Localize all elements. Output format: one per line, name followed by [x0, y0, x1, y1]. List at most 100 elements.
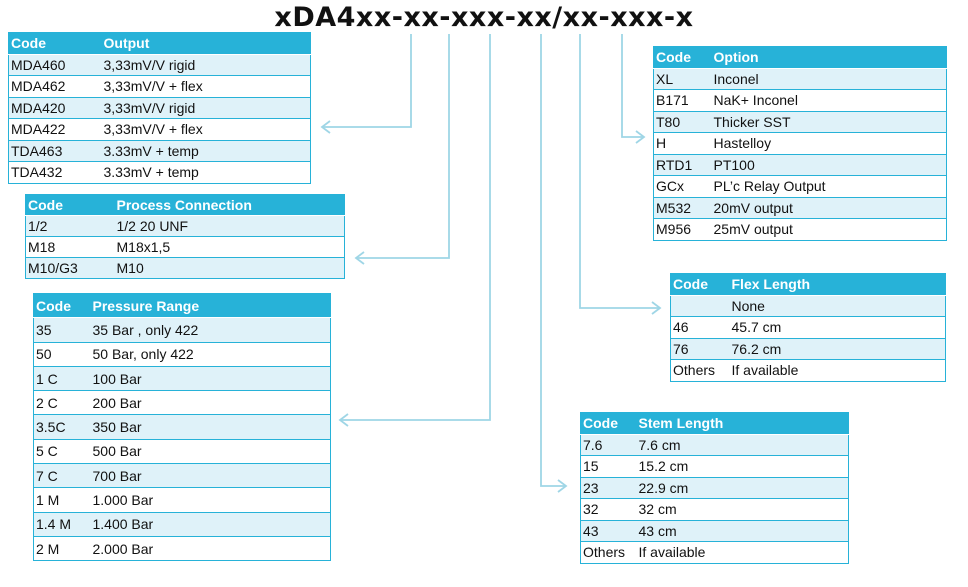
arrow-flex — [579, 34, 660, 309]
header-code: Code — [653, 46, 712, 69]
arrowhead-option — [635, 130, 646, 144]
arrow-option — [621, 34, 644, 138]
code-cell: XL — [653, 67, 712, 90]
arrow-output — [322, 34, 412, 128]
value-cell: 350 Bar — [90, 414, 331, 440]
code-cell: 1 M — [33, 487, 91, 513]
code-cell: 5 C — [33, 438, 91, 464]
arrow-stem — [540, 34, 566, 487]
value-cell: 100 Bar — [90, 365, 331, 391]
header-label: Stem Length — [636, 412, 849, 435]
code-cell: TDA463 — [8, 139, 102, 162]
arrowhead-process — [354, 251, 365, 265]
code-cell: TDA432 — [8, 161, 102, 183]
code-cell: MDA460 — [8, 53, 102, 76]
part-number-title: xDA4xx-xx-xxx-xx/xx-xxx-x — [274, 2, 694, 33]
code-cell: 50 — [33, 341, 91, 367]
code-cell: T80 — [653, 110, 712, 133]
code-cell — [670, 294, 730, 317]
code-cell: M532 — [653, 196, 712, 219]
code-cell: 3.5C — [33, 414, 91, 440]
value-cell: 3,33mV/V rigid — [101, 53, 311, 76]
value-cell: PL’c Relay Output — [711, 175, 947, 197]
value-cell: 7.6 cm — [636, 433, 849, 456]
value-cell: M10 — [114, 257, 345, 279]
value-cell: If available — [636, 541, 849, 563]
code-cell: H — [653, 132, 712, 154]
code-cell: Others — [670, 359, 730, 381]
value-cell: Hastelloy — [711, 132, 947, 154]
code-cell: M10/G3 — [25, 257, 115, 279]
table-row: None — [670, 294, 946, 317]
value-cell: 20mV output — [711, 196, 947, 219]
code-cell: 2 C — [33, 390, 91, 415]
arrowhead-flex — [651, 301, 662, 315]
header-label: Output — [101, 32, 311, 55]
code-cell: 1/2 — [25, 215, 115, 237]
code-cell: Others — [580, 541, 637, 563]
code-cell: 32 — [580, 498, 637, 520]
value-cell: 3.33mV + temp — [101, 139, 311, 162]
value-cell: If available — [729, 359, 946, 381]
code-cell: 23 — [580, 476, 637, 499]
value-cell: 200 Bar — [90, 390, 331, 415]
code-cell: M956 — [653, 218, 712, 240]
value-cell: 43 cm — [636, 519, 849, 542]
value-cell: 35 Bar , only 422 — [90, 317, 331, 343]
value-cell: 76.2 cm — [729, 337, 946, 360]
code-cell: RTD1 — [653, 153, 712, 176]
code-cell: 43 — [580, 519, 637, 542]
code-cell: 35 — [33, 317, 91, 343]
value-cell: 700 Bar — [90, 463, 331, 488]
code-cell: MDA422 — [8, 118, 102, 140]
code-cell: M18 — [25, 236, 115, 258]
value-cell: PT100 — [711, 153, 947, 176]
value-cell: 3,33mV/V + flex — [101, 118, 311, 140]
value-cell: 25mV output — [711, 218, 947, 240]
value-cell: None — [729, 294, 946, 317]
code-cell: MDA420 — [8, 96, 102, 119]
arrow-process — [356, 34, 450, 259]
value-cell: M18x1,5 — [114, 236, 345, 258]
code-cell: 46 — [670, 316, 730, 338]
arrowhead-stem — [557, 479, 568, 493]
value-cell: 3,33mV/V + flex — [101, 75, 311, 97]
header-label: Option — [711, 46, 947, 69]
header-code: Code — [25, 194, 115, 216]
header-code: Code — [8, 32, 102, 55]
value-cell: 22.9 cm — [636, 476, 849, 499]
value-cell: 45.7 cm — [729, 316, 946, 338]
code-cell: 76 — [670, 337, 730, 360]
value-cell: 500 Bar — [90, 438, 331, 464]
